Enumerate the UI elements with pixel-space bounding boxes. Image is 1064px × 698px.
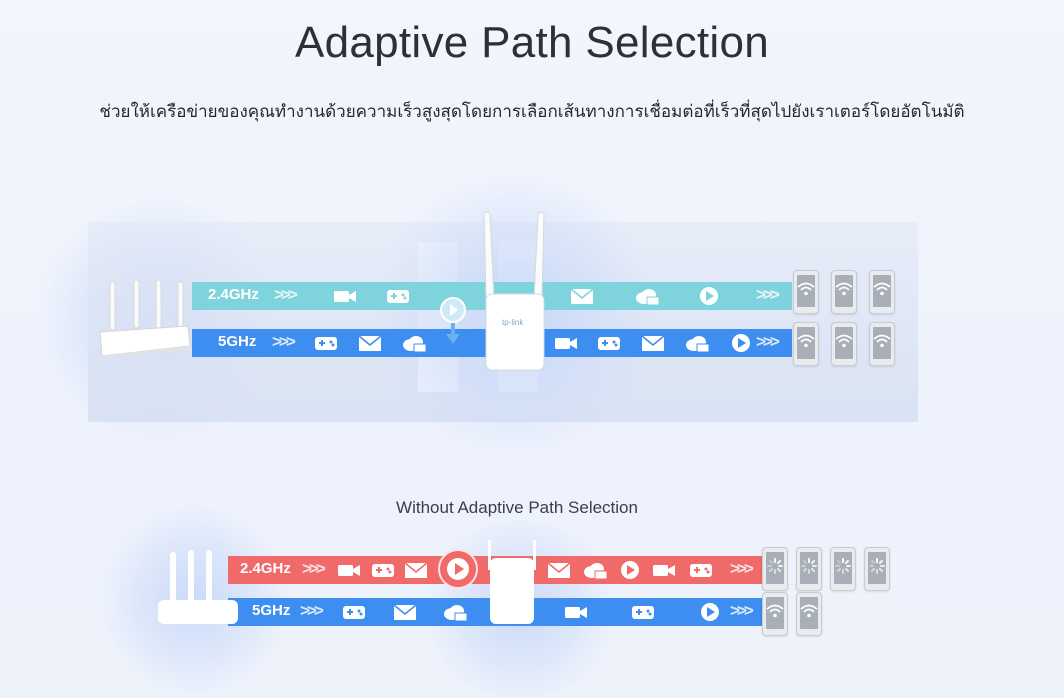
mail-icon [569, 286, 595, 306]
phone-device [869, 270, 895, 314]
phone-buffering [830, 547, 856, 591]
router [156, 550, 240, 626]
band-5ghz-label: 5GHz [252, 602, 291, 619]
arrows-icon: >>> [730, 601, 754, 620]
arrows-icon: >>> [730, 559, 754, 578]
arrows-icon: >>> [274, 285, 298, 304]
phone-device [831, 322, 857, 366]
phone-buffering [796, 547, 822, 591]
range-extender: tp-link [478, 210, 550, 372]
band-5ghz-label: 5GHz [218, 333, 257, 350]
mail-icon [357, 333, 383, 353]
phone-buffering [864, 547, 890, 591]
router [96, 279, 192, 360]
phone-device [793, 270, 819, 314]
gamepad-icon [630, 602, 656, 622]
page-title: Adaptive Path Selection [294, 18, 770, 67]
without-aps-title: Without Adaptive Path Selection [396, 498, 638, 517]
page-subtitle: ช่วยให้เครือข่ายของคุณทำงานด้วยความเร็วส… [99, 102, 965, 122]
phone-buffering [762, 547, 788, 591]
arrows-icon: >>> [756, 332, 780, 351]
range-extender [486, 538, 538, 626]
mail-icon [403, 560, 429, 580]
phone-device [831, 270, 857, 314]
arrows-icon: >>> [272, 332, 296, 351]
play-icon [617, 560, 643, 580]
video-camera-icon [336, 560, 362, 580]
gamepad-icon [370, 560, 396, 580]
gamepad-icon [688, 560, 714, 580]
video-camera-icon [563, 602, 589, 622]
cloud-folder-icon [442, 602, 468, 622]
gamepad-icon [341, 602, 367, 622]
gamepad-icon [596, 333, 622, 353]
gamepad-icon [313, 333, 339, 353]
cloud-folder-icon [684, 333, 710, 353]
phone-device [869, 322, 895, 366]
congestion-play-icon [438, 549, 478, 589]
cloud-folder-icon [401, 333, 427, 353]
play-icon [697, 602, 723, 622]
band-24ghz-label: 2.4GHz [208, 286, 259, 303]
video-camera-icon [651, 560, 677, 580]
arrows-icon: >>> [756, 285, 780, 304]
cloud-folder-icon [582, 560, 608, 580]
play-icon [728, 333, 754, 353]
phone-device [793, 322, 819, 366]
mail-icon [640, 333, 666, 353]
video-camera-icon [332, 286, 358, 306]
phone-device [762, 592, 788, 636]
play-icon [696, 286, 722, 306]
path-switch-indicator [439, 296, 467, 348]
arrows-icon: >>> [300, 601, 324, 620]
cloud-folder-icon [634, 286, 660, 306]
mail-icon [392, 602, 418, 622]
gamepad-icon [385, 286, 411, 306]
extender-logo: tp-link [502, 318, 524, 327]
video-camera-icon [553, 333, 579, 353]
arrows-icon: >>> [302, 559, 326, 578]
phone-device [796, 592, 822, 636]
mail-icon [546, 560, 572, 580]
band-24ghz-label: 2.4GHz [240, 560, 291, 577]
